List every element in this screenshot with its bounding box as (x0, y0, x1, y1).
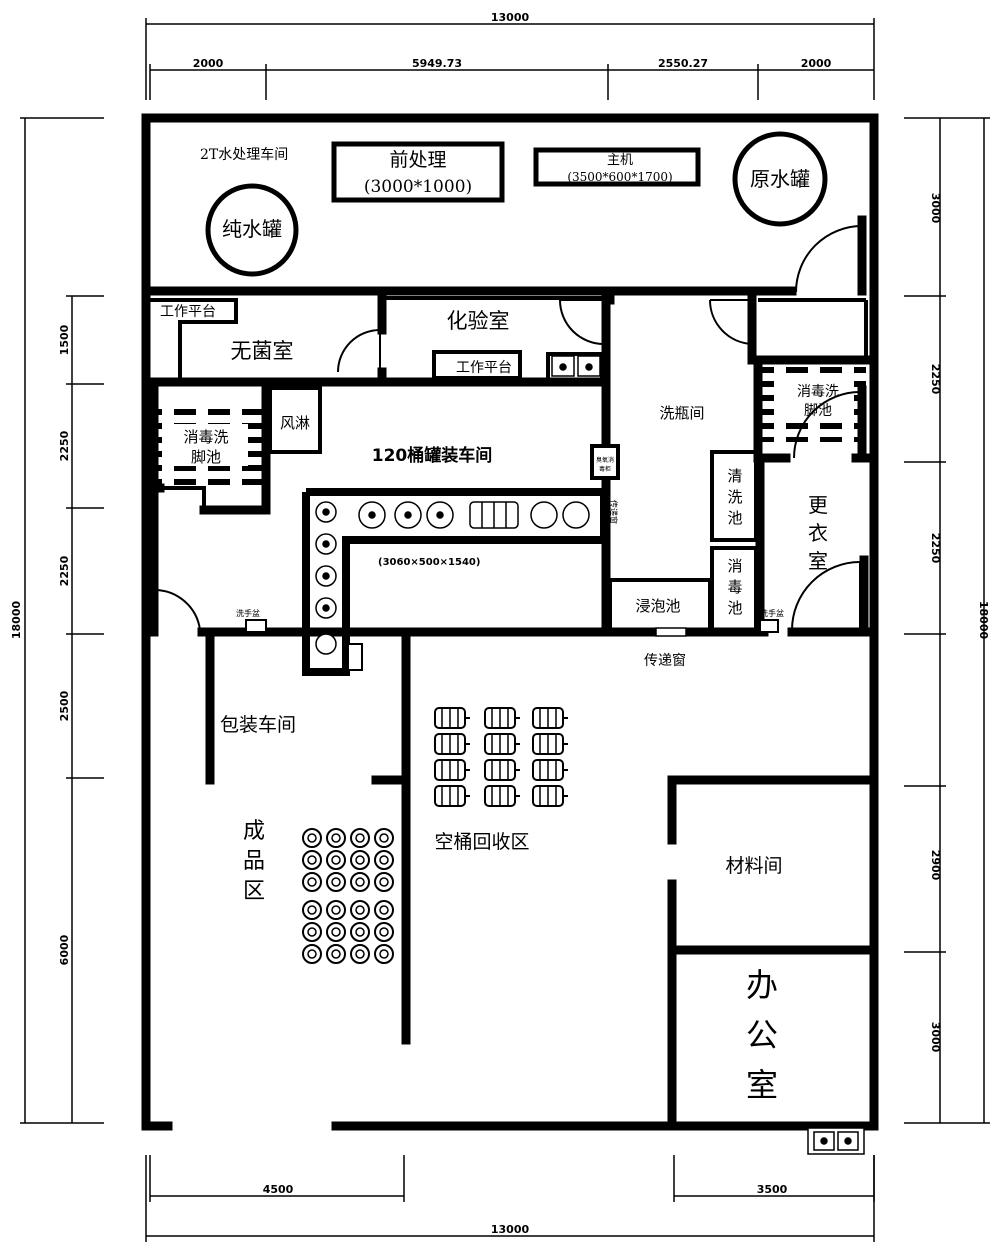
ozone-cabinet (590, 444, 620, 480)
dim-left-2: 2250 (58, 430, 71, 461)
label-finished-goods-2: 品 (243, 849, 265, 874)
label-pass-window-main: 传递窗 (644, 652, 686, 669)
label-hand-wash-left: 洗手盆 (236, 608, 260, 618)
label-finished-goods-1: 成 (243, 819, 265, 844)
dim-top-1: 2000 (193, 57, 224, 70)
label-disinfect-v-3: 池 (727, 599, 742, 617)
label-disinfect-v-1: 消 (727, 557, 742, 575)
label-finished-goods-3: 区 (243, 879, 265, 904)
label-air-shower: 风淋 (280, 414, 310, 432)
label-pass-window-small: 传递窗 (609, 500, 619, 524)
dim-total-width-bottom: 13000 (491, 1223, 530, 1236)
filling-machine (302, 488, 608, 676)
label-office-3: 室 (746, 1066, 778, 1104)
dim-right-2: 2250 (929, 364, 942, 395)
label-packaging: 包装车间 (220, 714, 296, 736)
foot-pool-right-label-bg (782, 380, 854, 422)
label-disinfect-right-2: 脚池 (804, 403, 832, 419)
dimension-lines (20, 18, 990, 1242)
empty-buckets (434, 707, 569, 807)
dim-top-4: 2000 (801, 57, 832, 70)
foot-pool-left-label-bg (172, 424, 248, 466)
dim-bottom-1: 4500 (263, 1183, 294, 1196)
raw-water-tank (732, 131, 828, 227)
label-changing-room-3: 室 (808, 549, 828, 573)
label-main-machine: 主机 (607, 153, 633, 168)
partitions (150, 296, 868, 634)
label-pure-water-tank: 纯水罐 (222, 217, 282, 241)
label-soak-pool: 浸泡池 (635, 597, 680, 615)
label-disinfect-left-2: 脚池 (191, 448, 221, 466)
hand-sink-left (245, 619, 267, 633)
label-filling-workshop: 120桶罐装车间 (372, 445, 493, 466)
finished-goods-stack (302, 828, 394, 964)
label-changing-room-2: 衣 (808, 521, 828, 545)
label-disinfect-left-1: 消毒洗 (183, 428, 228, 446)
label-disinfect-v-2: 毒 (727, 578, 742, 596)
dimension-labels: 13000 2000 5949.73 2550.27 2000 18000 15… (10, 11, 990, 1236)
main-machine-box (533, 147, 701, 187)
dim-right-5: 3000 (929, 1022, 942, 1053)
dim-total-height-left: 18000 (10, 601, 23, 640)
label-sterile-room: 无菌室 (231, 339, 294, 363)
label-materials-room: 材料间 (725, 855, 782, 877)
dim-total-height-right: 18000 (977, 601, 990, 640)
label-office-1: 办 (746, 966, 778, 1004)
label-disinfect-right-1: 消毒洗 (797, 384, 839, 400)
pure-water-tank (205, 183, 299, 277)
dim-left-5: 6000 (58, 934, 71, 965)
label-pretreatment: 前处理 (389, 149, 446, 171)
label-water-treatment: 2T水处理车间 (200, 146, 288, 163)
label-filling-machine-size: (3060×500×1540) (378, 557, 480, 568)
label-raw-water-tank: 原水罐 (750, 167, 810, 191)
dim-right-4: 2900 (929, 850, 942, 881)
label-work-platform-2: 工作平台 (456, 360, 512, 376)
dim-right-3: 2250 (929, 533, 942, 564)
label-pretreatment-size: (3000*1000) (364, 177, 472, 197)
pretreatment-box (331, 141, 505, 203)
dim-total-width-top: 13000 (491, 11, 530, 24)
lab-work-platform (432, 350, 522, 380)
label-office-2: 公 (746, 1016, 778, 1054)
pass-window-opening (655, 627, 687, 637)
dim-right-1: 3000 (929, 193, 942, 224)
dim-top-3: 2550.27 (658, 57, 708, 70)
label-lab: 化验室 (447, 309, 510, 333)
label-work-platform-1: 工作平台 (160, 304, 216, 320)
lab-sink (551, 355, 601, 377)
label-clean-pool-3: 池 (727, 509, 742, 527)
dim-left-4: 2500 (58, 690, 71, 721)
office-sink (807, 1127, 865, 1155)
label-hand-wash-right: 洗手盆 (760, 608, 784, 618)
label-bottle-wash: 洗瓶间 (659, 404, 704, 422)
hand-sink-right (759, 619, 779, 633)
label-clean-pool-1: 清 (727, 467, 742, 485)
dim-bottom-2: 3500 (757, 1183, 788, 1196)
label-ozone-cabinet-2: 毒柜 (599, 465, 611, 473)
label-clean-pool-2: 洗 (727, 488, 742, 506)
dim-top-2: 5949.73 (412, 57, 462, 70)
label-empty-bucket-recovery: 空桶回收区 (434, 831, 529, 853)
doors (153, 225, 863, 632)
dim-left-3: 2250 (58, 555, 71, 586)
walls (141, 113, 879, 1131)
dim-left-1: 1500 (58, 324, 71, 355)
label-ozone-cabinet-1: 臭氧消 (596, 456, 614, 464)
label-changing-room-1: 更 (808, 493, 828, 517)
label-main-machine-size: (3500*600*1700) (567, 170, 672, 184)
